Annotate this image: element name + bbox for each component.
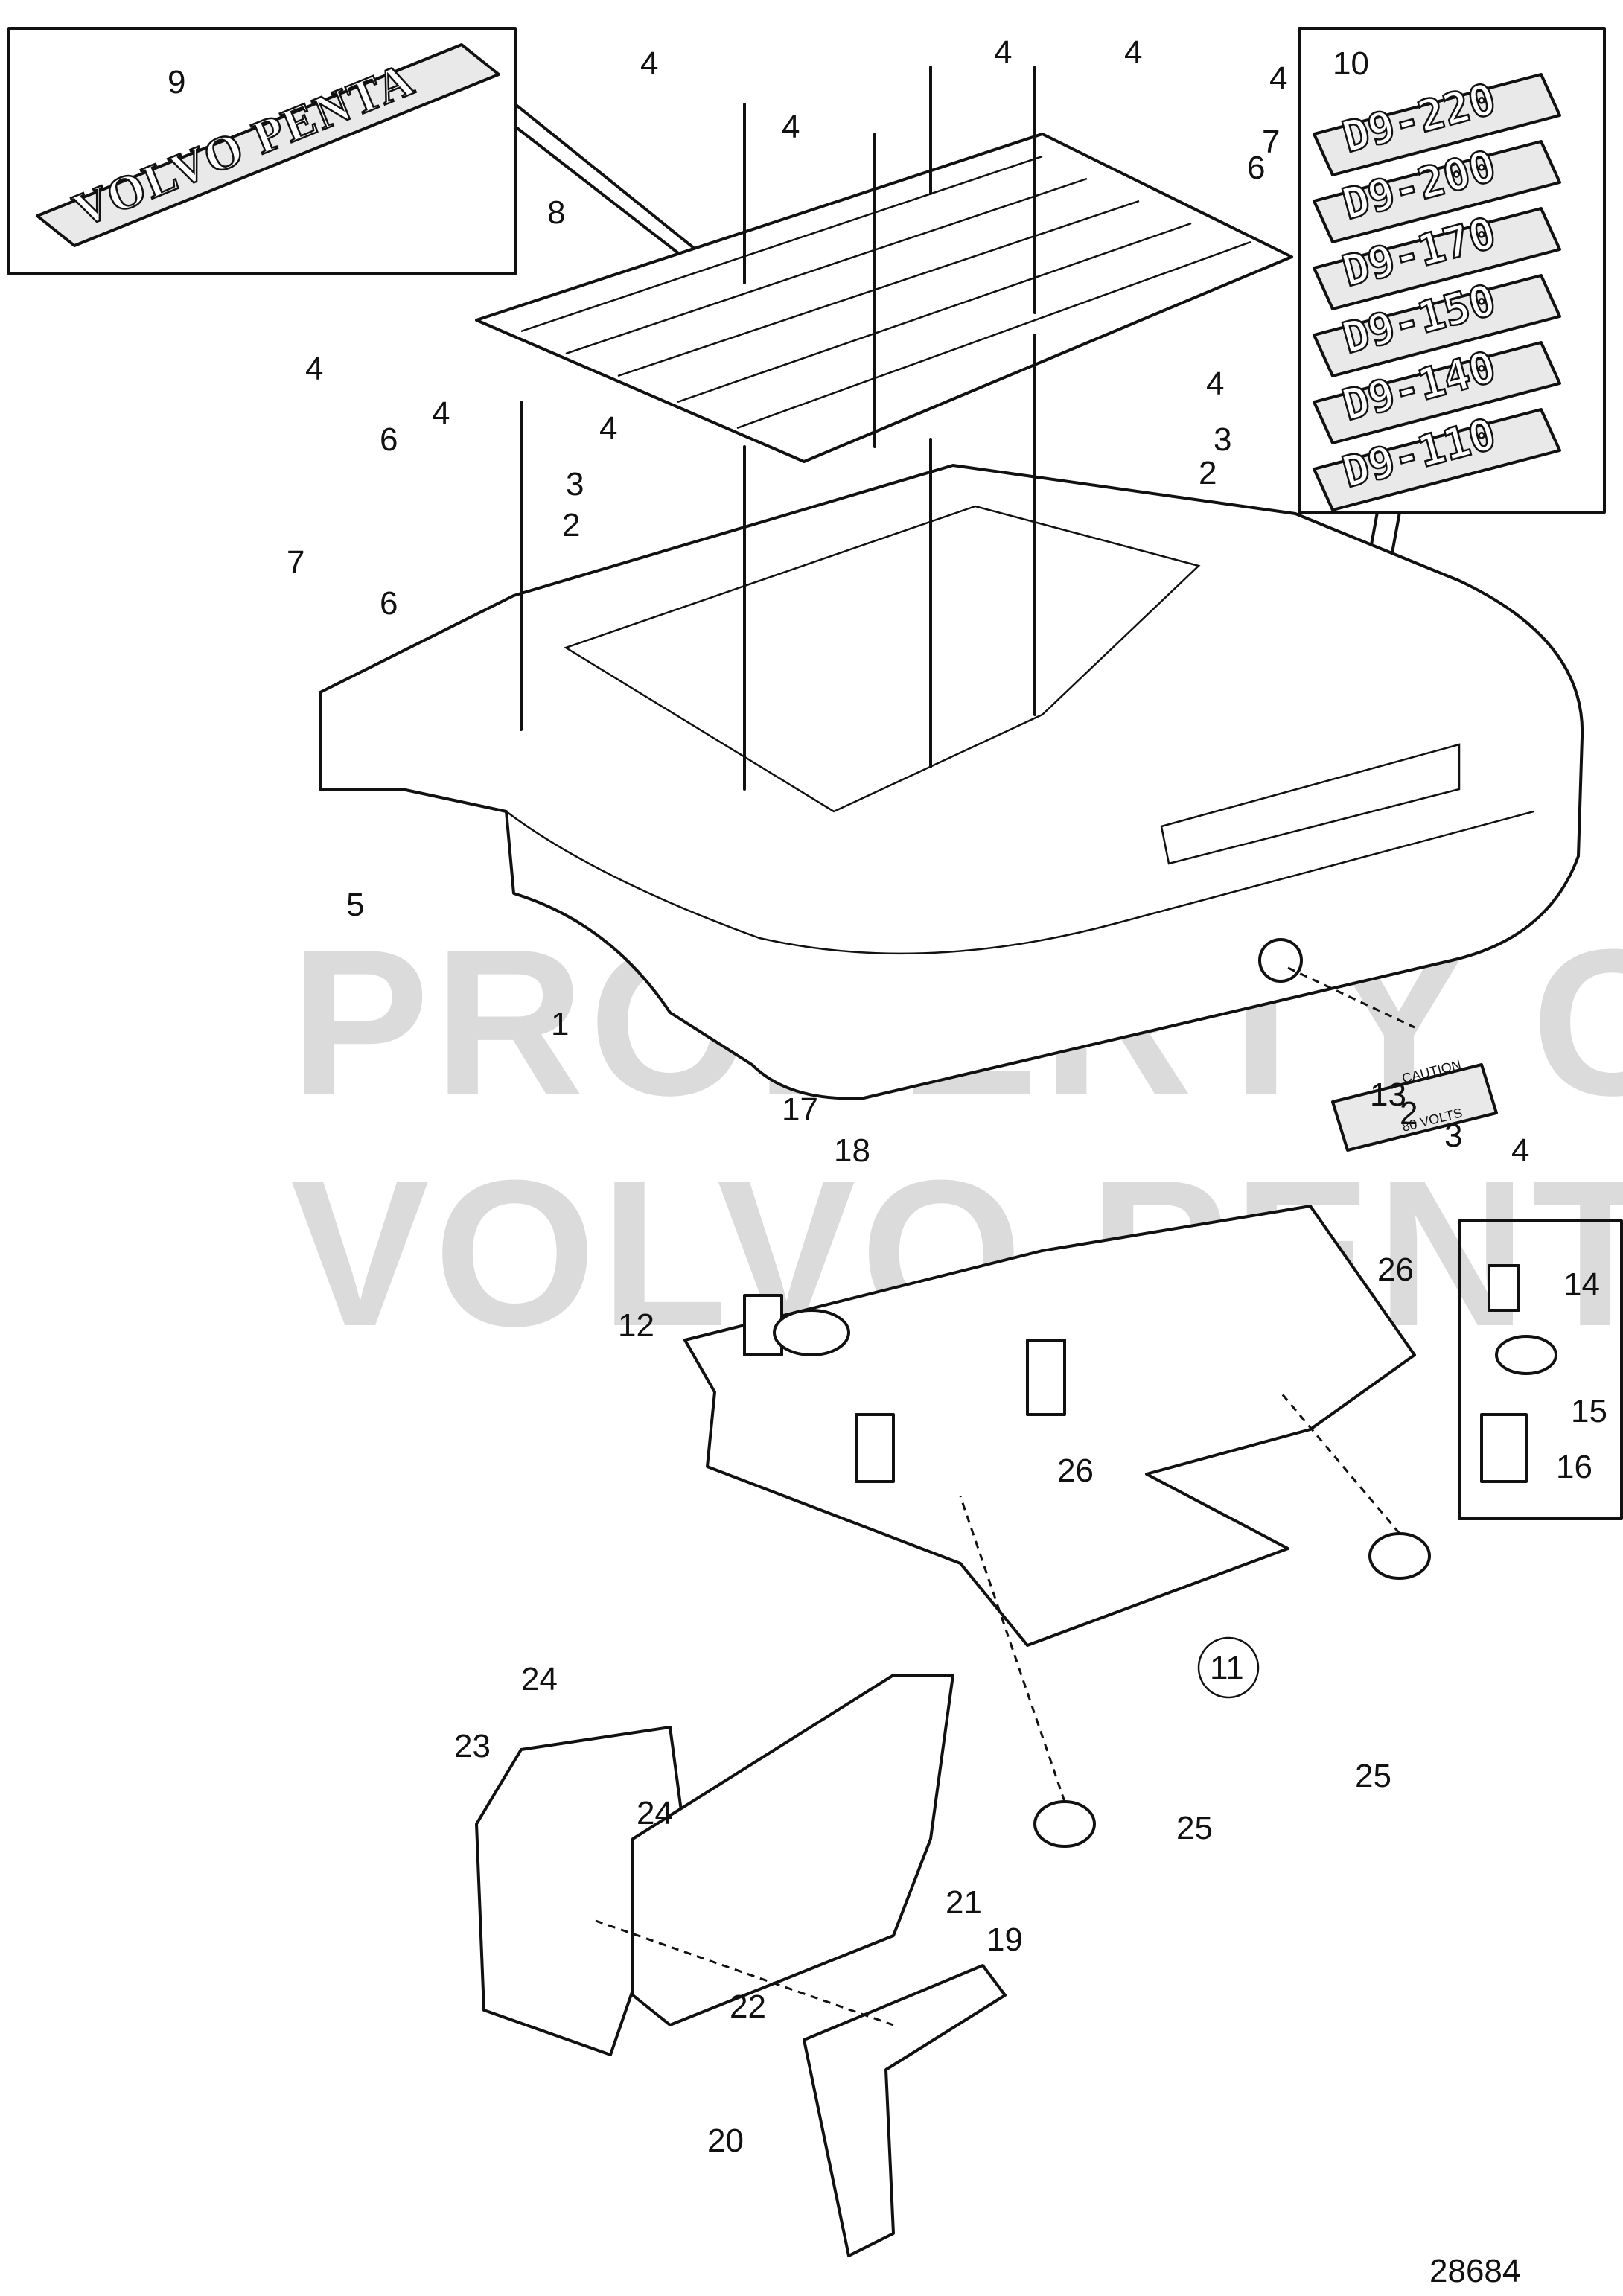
callout-25b: 25 [1176, 1810, 1213, 1846]
inset-clamp [1458, 1219, 1623, 1520]
callout-13: 13 [1370, 1077, 1406, 1113]
callout-22: 22 [730, 1989, 766, 2025]
callout-2c: 2 [1400, 1095, 1418, 1132]
callout-4f: 4 [305, 351, 323, 387]
callout-7a: 7 [1262, 124, 1280, 160]
top-cover-rib-4 [677, 222, 1192, 404]
model-plate-4 [1313, 274, 1561, 377]
callout-1: 1 [551, 1006, 569, 1042]
callout-24a: 24 [521, 1661, 558, 1697]
leader-dash-2 [1279, 1391, 1401, 1534]
callout-24b: 24 [637, 1795, 673, 1831]
top-cover-rib-3 [617, 200, 1140, 377]
callout-2a: 2 [562, 507, 580, 543]
callout-8: 8 [547, 194, 565, 231]
model-plate-stack: D9-220 D9-200 D9-170 D9-150 D9-140 D9-11… [1313, 72, 1561, 511]
callout-16: 16 [1556, 1449, 1592, 1485]
callout-4h: 4 [599, 410, 617, 447]
callout-19: 19 [986, 1922, 1023, 1958]
leader-lines [520, 66, 1415, 2026]
model-plate-3 [1313, 207, 1561, 310]
callout-3a: 3 [566, 466, 584, 503]
model-plate-5 [1313, 341, 1561, 444]
callout-4b: 4 [994, 34, 1012, 71]
top-cover-rib-2 [565, 177, 1088, 355]
inset-frame-9 [7, 27, 517, 275]
housing-grommet-hole [1258, 938, 1303, 983]
lower-brackets [475, 1674, 1007, 2257]
callout-26a: 26 [1377, 1251, 1414, 1288]
leader-dash-1 [1287, 966, 1415, 1029]
callout-4k: 4 [1511, 1132, 1529, 1169]
housing-edge-line [506, 810, 1534, 955]
callout-14: 14 [1563, 1266, 1600, 1303]
roller-idler [773, 1309, 850, 1356]
bracket-assembly [683, 1205, 1416, 1647]
drawing-number: 28684 [1429, 2253, 1520, 2289]
callout-6b: 6 [380, 421, 398, 458]
top-cover-plate [475, 133, 1293, 463]
callout-11: 11 [1210, 1650, 1244, 1686]
callout-15: 15 [1571, 1393, 1607, 1429]
callout-3b-top: 3 [1214, 421, 1231, 458]
inset-frame-14 [1458, 1219, 1623, 1520]
callout-10: 10 [1333, 45, 1369, 82]
callout-18: 18 [834, 1132, 870, 1169]
callout-25a: 25 [1355, 1758, 1391, 1794]
clamp-15 [1495, 1335, 1557, 1375]
callout-6a: 6 [1247, 150, 1265, 186]
callout-20: 20 [707, 2123, 744, 2159]
spacer-2 [1026, 1339, 1066, 1416]
model-plate-2 [1313, 140, 1561, 243]
callout-3c: 3 [1444, 1117, 1462, 1154]
top-cover-outline [475, 133, 1293, 463]
callout-9: 9 [168, 64, 185, 101]
callout-2b-top: 2 [1199, 455, 1217, 491]
brand-decal-strip [36, 43, 500, 247]
callout-26b: 26 [1057, 1452, 1094, 1489]
rubber-mount-1 [1368, 1532, 1431, 1580]
bracket-plate [683, 1205, 1416, 1647]
spacer-16 [1480, 1413, 1528, 1483]
brand-decal-text: VOLVO PENTA [66, 52, 423, 237]
callout-12: 12 [618, 1307, 654, 1344]
callout-7b: 7 [287, 544, 304, 581]
leader-dash-3 [959, 1496, 1066, 1802]
callout-4a: 4 [640, 45, 658, 82]
inset-frame-10 [1298, 27, 1606, 514]
callout-4d: 4 [782, 109, 800, 145]
callout-4g: 4 [432, 395, 450, 432]
bracket-19 [803, 1964, 1007, 2257]
callout-23: 23 [454, 1728, 491, 1764]
top-cover-rib-5 [736, 240, 1251, 430]
callout-11-circle [1197, 1636, 1260, 1699]
callout-17: 17 [782, 1091, 818, 1128]
callout-4c: 4 [1124, 34, 1142, 71]
spacer-3 [855, 1413, 895, 1483]
rubber-mount-2 [1033, 1800, 1096, 1848]
callout-6c: 6 [380, 585, 398, 622]
model-plate-6 [1313, 408, 1561, 511]
caution-decal [1331, 1063, 1498, 1152]
callout-21: 21 [946, 1884, 982, 1921]
top-cover-rib-1 [520, 155, 1043, 333]
callout-5: 5 [346, 887, 364, 923]
housing-opening [564, 505, 1201, 813]
bracket-21 [631, 1674, 954, 2026]
callout-4i: 4 [1206, 366, 1224, 402]
callout-labels: 4 4 4 4 4 7 6 8 9 10 4 4 6 4 4 3 3 2 2 7… [168, 34, 1607, 2159]
model-plate-1 [1313, 73, 1561, 176]
housing-recess [1160, 743, 1461, 865]
screw-14 [1488, 1264, 1520, 1312]
callout-4e: 4 [1269, 60, 1287, 97]
